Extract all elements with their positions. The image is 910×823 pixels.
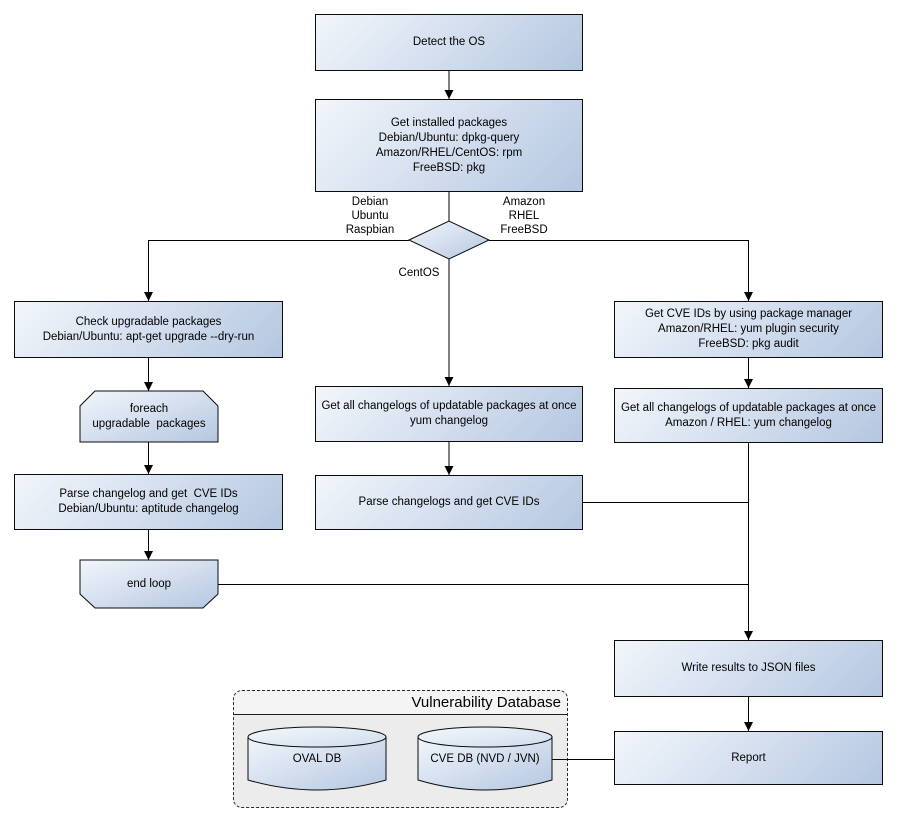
decision-label-amazon-side: Amazon RHEL FreeBSD [500,196,548,236]
node-get-changelogs-amazon-rhel: Get all changelogs of updatable packages… [614,388,883,443]
connector-decision-to-get-cve-ids [489,240,753,301]
node-write-results-json: Write results to JSON files [614,640,883,697]
vulnerability-database-title: Vulnerability Database [411,694,561,711]
foreach-loop-label: foreach upgradable packages [92,403,206,430]
node-check-upgradable-packages: Check upgradable packages Debian/Ubuntu:… [14,301,283,358]
decision-label-debian-side: Debian Ubuntu Raspbian [345,196,395,236]
decision-diamond [407,220,491,260]
node-report: Report [614,731,883,785]
node-detect-os: Detect the OS [315,14,583,71]
vulnerability-database-header: Vulnerability Database [234,691,567,715]
end-loop-label: end loop [126,577,172,590]
node-get-cve-ids-package-manager: Get CVE IDs by using package manager Ama… [614,301,883,358]
node-parse-changelogs-centos: Parse changelogs and get CVE IDs [315,475,583,530]
decision-label-centos: CentOS [398,267,440,279]
node-parse-changelog-debian: Parse changelog and get CVE IDs Debian/U… [14,474,283,530]
cve-db-label: CVE DB (NVD / JVN) [430,752,540,765]
node-get-installed-packages: Get installed packages Debian/Ubuntu: dp… [315,99,583,192]
node-get-changelogs-centos: Get all changelogs of updatable packages… [315,386,583,442]
oval-db-label: OVAL DB [292,752,342,765]
connector-decision-to-check-upgradable [144,240,409,301]
